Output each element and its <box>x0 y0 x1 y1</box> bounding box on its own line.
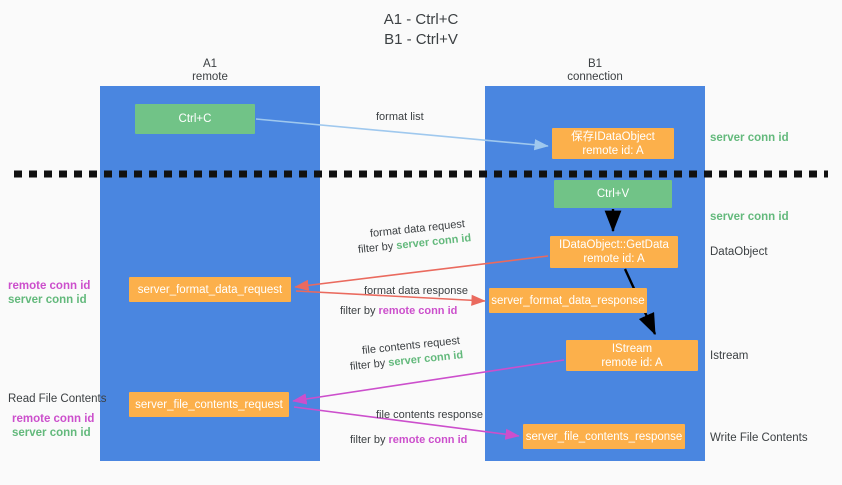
node-istream-line2: remote id: A <box>601 356 663 369</box>
node-ctrl-c[interactable]: Ctrl+C <box>135 104 255 134</box>
lane-header-a1-name: A1 <box>202 58 218 70</box>
page-title: A1 - Ctrl+C B1 - Ctrl+V <box>0 10 842 50</box>
node-server-file-contents-response-label: server_file_contents_response <box>525 430 683 443</box>
left-label-server-conn-id-2: server conn id <box>12 427 91 439</box>
node-server-format-data-response[interactable]: server_format_data_response <box>489 288 647 313</box>
node-idataobject-getdata[interactable]: IDataObject::GetData remote id: A <box>550 236 678 268</box>
left-label-conn-ids-2: remote conn id server conn id <box>12 412 94 440</box>
label-fcreq-filter-prefix: filter by <box>349 357 389 373</box>
label-file-contents-response: file contents response <box>376 409 483 421</box>
node-ctrl-c-label: Ctrl+C <box>178 113 212 125</box>
node-istream[interactable]: IStream remote id: A <box>566 340 698 371</box>
node-ctrl-v[interactable]: Ctrl+V <box>554 180 672 208</box>
lane-header-a1-sub: remote <box>192 71 228 83</box>
node-istream-line1: IStream <box>611 342 653 355</box>
label-fdreq-filter-prefix: filter by <box>357 240 397 256</box>
left-label-read-file-contents: Read File Contents <box>8 393 107 405</box>
side-label-istream: Istream <box>710 350 749 362</box>
left-label-remote-conn-id-1: remote conn id <box>8 280 91 292</box>
lane-header-b1-sub: connection <box>567 71 623 83</box>
node-server-format-data-request-label: server_format_data_request <box>137 283 283 296</box>
lane-header-b1: B1 connection <box>485 58 705 84</box>
label-file-contents-response-filter: filter by remote conn id <box>350 434 467 446</box>
label-format-list: format list <box>376 111 424 123</box>
title-line-1: A1 - Ctrl+C <box>383 11 459 28</box>
lane-header-b1-name: B1 <box>587 58 603 70</box>
node-server-file-contents-response[interactable]: server_file_contents_response <box>523 424 685 449</box>
node-save-idataobject-line2: remote id: A <box>582 144 644 157</box>
node-save-idataobject-line1: 保存IDataObject <box>571 130 655 143</box>
left-label-conn-ids-1: remote conn id server conn id <box>8 279 90 307</box>
node-server-file-contents-request[interactable]: server_file_contents_request <box>129 392 289 417</box>
node-server-format-data-request[interactable]: server_format_data_request <box>129 277 291 302</box>
lane-header-a1: A1 remote <box>100 58 320 84</box>
label-fcresp-filter-value: remote conn id <box>388 434 468 446</box>
node-save-idataobject[interactable]: 保存IDataObject remote id: A <box>552 128 674 159</box>
left-label-server-conn-id-1: server conn id <box>8 294 87 306</box>
side-label-write-file-contents: Write File Contents <box>710 432 808 444</box>
label-format-data-response-text: format data response <box>364 285 468 297</box>
label-fcresp-filter-prefix: filter by <box>350 434 389 446</box>
node-getdata-line2: remote id: A <box>583 253 645 265</box>
node-ctrl-v-label: Ctrl+V <box>596 188 630 200</box>
title-line-2: B1 - Ctrl+V <box>384 31 458 48</box>
label-format-data-response-filter: filter by remote conn id <box>340 305 457 317</box>
node-server-file-contents-request-label: server_file_contents_request <box>135 398 283 411</box>
node-server-format-data-response-label: server_format_data_response <box>491 294 645 307</box>
left-label-remote-conn-id-2: remote conn id <box>12 413 95 425</box>
label-format-data-response: format data response <box>364 285 468 297</box>
side-label-server-conn-id-mid: server conn id <box>710 211 789 223</box>
side-label-server-conn-id-top: server conn id <box>710 132 789 144</box>
label-file-contents-response-text: file contents response <box>376 409 484 421</box>
label-format-list-text: format list <box>376 111 424 123</box>
side-label-dataobject: DataObject <box>710 246 768 258</box>
label-fdresp-filter-value: remote conn id <box>378 305 458 317</box>
label-fdresp-filter-prefix: filter by <box>340 305 379 317</box>
node-getdata-line1: IDataObject::GetData <box>559 239 669 251</box>
